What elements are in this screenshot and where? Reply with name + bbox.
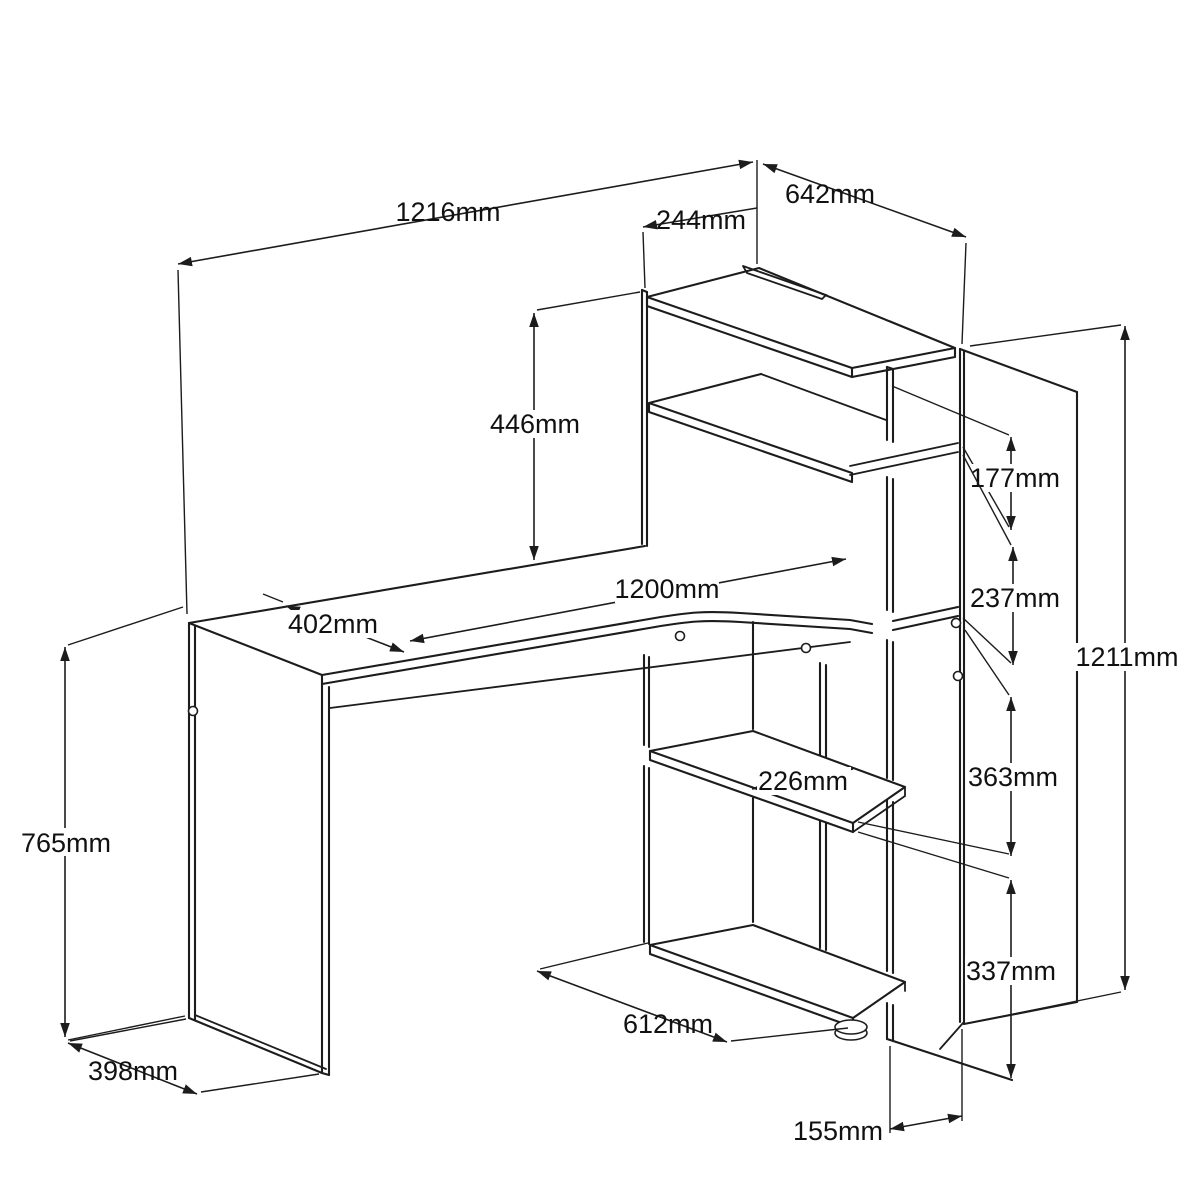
hutch [640,265,959,548]
dim-label-top-shelf-gap: 177mm [970,463,1060,493]
dim-label-total-width: 1216mm [395,197,500,227]
dim-label-desk-height: 765mm [21,828,111,858]
screw-hole [674,630,686,642]
screw-hole [952,670,964,682]
dim-label-cabinet-depth: 612mm [623,1009,713,1039]
screw-hole [187,705,199,717]
dim-label-upper-shelf-gap: 237mm [970,583,1060,613]
tall-back-panel [939,347,1079,1050]
dim-label-unit-depth: 642mm [785,179,875,209]
dim-label-lower-shelf-gap: 363mm [968,762,1058,792]
dim-label-side-panel-depth: 398mm [88,1056,178,1086]
dim-label-middle-shelf-width: 226mm [758,766,848,796]
left-side-panel [187,621,331,1077]
dim-label-desk-length: 1200mm [614,574,719,604]
dim-label-hutch-height: 446mm [490,409,580,439]
dim-label-hutch-depth: 244mm [656,205,746,235]
dim-label-bottom-shelf-gap: 337mm [966,956,1056,986]
dim-label-total-height: 1211mm [1075,642,1178,672]
screw-hole [950,617,962,629]
middle-shelf [648,729,907,834]
dim-label-desk-depth: 402mm [288,609,378,639]
lower-cabinet [642,620,907,1041]
adjustable-foot [834,1019,868,1041]
screw-hole [800,642,812,654]
dim-label-back-panel-offset: 155mm [793,1116,883,1146]
dimension-lines: 1216mm 244mm 642mm 446mm 1200mm 402mm 76… [20,159,1181,1146]
bookshelf-right-wall [885,365,1014,1082]
